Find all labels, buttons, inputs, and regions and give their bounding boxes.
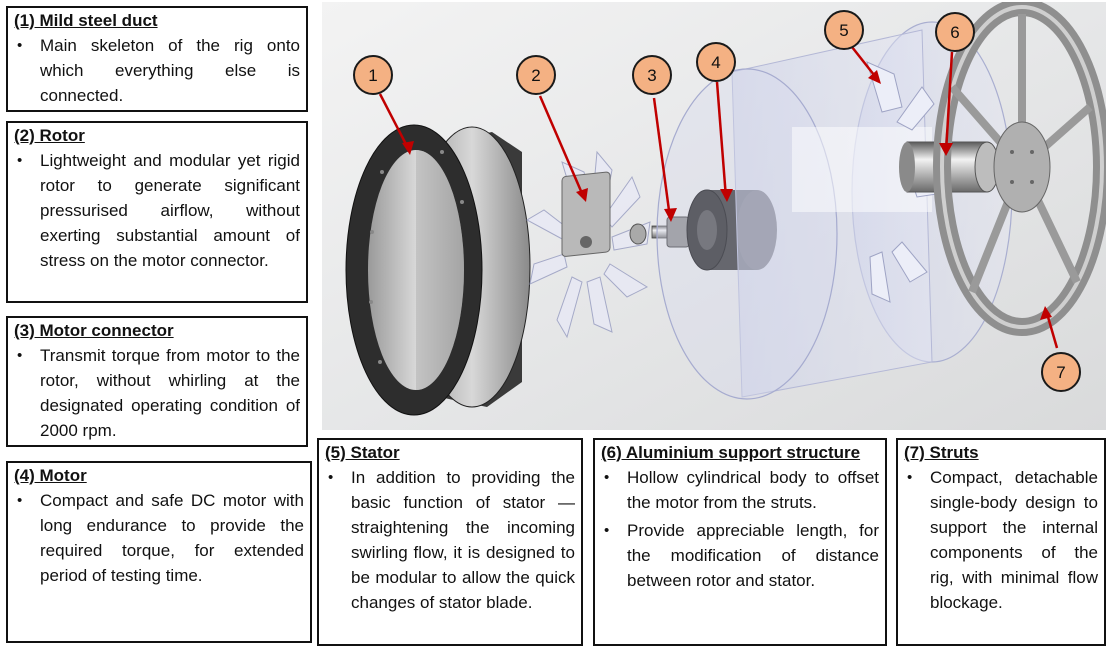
bullet-item: Compact, detachable single-body design t… [904,465,1098,615]
bullet-list: Compact, detachable single-body design t… [904,465,1098,615]
callout-1-label: 1 [368,66,377,85]
callout-7: 7 [1041,352,1081,392]
bullet-item: Hollow cylindrical body to offset the mo… [601,465,879,515]
bullet-list: Lightweight and modular yet rigid rotor … [14,148,300,273]
arrow-2 [538,95,586,199]
arrow-1-head [402,141,414,155]
mild-steel-duct-part [345,124,531,416]
struts-part [933,2,1106,336]
arrow-4 [715,81,728,199]
arrow-5-head [868,70,881,84]
callout-1: 1 [353,55,393,95]
bullet-list: In addition to providing the basic funct… [325,465,575,615]
support-structure-box: (6) Aluminium support structure Hollow c… [593,438,887,646]
callout-6-label: 6 [950,23,959,42]
callout-2: 2 [516,55,556,95]
bullet-item: In addition to providing the basic funct… [325,465,575,615]
box-title: (3) Motor connector [14,321,174,340]
box-title: (7) Struts [904,443,979,462]
callout-5: 5 [824,10,864,50]
struts-box: (7) Struts Compact, detachable single-bo… [896,438,1106,646]
arrow-6-head [939,143,953,156]
callout-4: 4 [696,42,736,82]
callout-3-label: 3 [647,66,656,85]
box-title: (5) Stator [325,443,400,462]
callout-3: 3 [632,55,672,95]
bullet-list: Compact and safe DC motor with long endu… [14,488,304,588]
rotor-part [525,150,651,339]
bullet-list: Main skeleton of the rig onto which ever… [14,33,300,108]
box-title: (2) Rotor [14,126,85,145]
bullet-item: Provide appreciable length, for the modi… [601,518,879,593]
stator-box: (5) Stator In addition to providing the … [317,438,583,646]
arrow-2-head [576,188,588,202]
bullet-item: Main skeleton of the rig onto which ever… [14,33,300,108]
callout-7-label: 7 [1056,363,1065,382]
arrow-1 [378,93,412,153]
box-title: (1) Mild steel duct [14,11,158,30]
bullet-item: Compact and safe DC motor with long endu… [14,488,304,588]
callout-5-label: 5 [839,21,848,40]
motor-connector-part [629,216,693,248]
callout-4-label: 4 [711,53,720,72]
bullet-item: Lightweight and modular yet rigid rotor … [14,148,300,273]
mild-steel-duct-box: (1) Mild steel duct Main skeleton of the… [6,6,308,112]
bullet-item: Transmit torque from motor to the rotor,… [14,343,300,443]
arrow-3 [652,97,672,219]
callout-6: 6 [935,12,975,52]
callout-2-label: 2 [531,66,540,85]
arrow-7-head [1040,306,1052,320]
arrow-6 [944,51,954,153]
exploded-assembly-illustration: 1 2 3 4 5 6 7 [322,2,1106,430]
box-title: (4) Motor [14,466,87,485]
bullet-list: Transmit torque from motor to the rotor,… [14,343,300,443]
motor-box: (4) Motor Compact and safe DC motor with… [6,461,312,643]
arrow-4-head [720,189,733,202]
rotor-box: (2) Rotor Lightweight and modular yet ri… [6,121,308,303]
bullet-list: Hollow cylindrical body to offset the mo… [601,465,879,593]
motor-connector-box: (3) Motor connector Transmit torque from… [6,316,308,447]
callout-arrows [378,46,1059,349]
arrow-3-head [664,208,677,222]
box-title: (6) Aluminium support structure [601,443,861,462]
